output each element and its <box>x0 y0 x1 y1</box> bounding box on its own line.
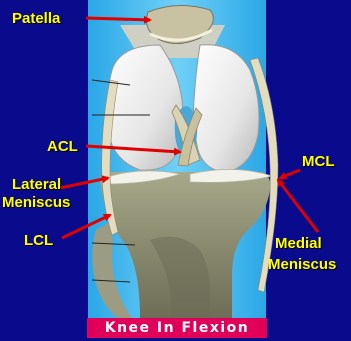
label-lateral-line1: Lateral <box>12 176 61 193</box>
caption-banner: Knee In Flexion <box>87 318 267 338</box>
medial-meniscus-arrow <box>278 180 318 232</box>
label-medial-line1: Medial <box>275 235 322 252</box>
label-lateral-line2: Meniscus <box>2 194 70 211</box>
mcl-arrow <box>280 170 300 178</box>
label-mcl: MCL <box>302 153 335 170</box>
label-acl: ACL <box>47 138 78 155</box>
patella-arrow <box>86 18 150 20</box>
label-lcl: LCL <box>24 232 53 249</box>
label-patella: Patella <box>12 10 60 27</box>
label-medial-line2: Meniscus <box>268 256 336 273</box>
